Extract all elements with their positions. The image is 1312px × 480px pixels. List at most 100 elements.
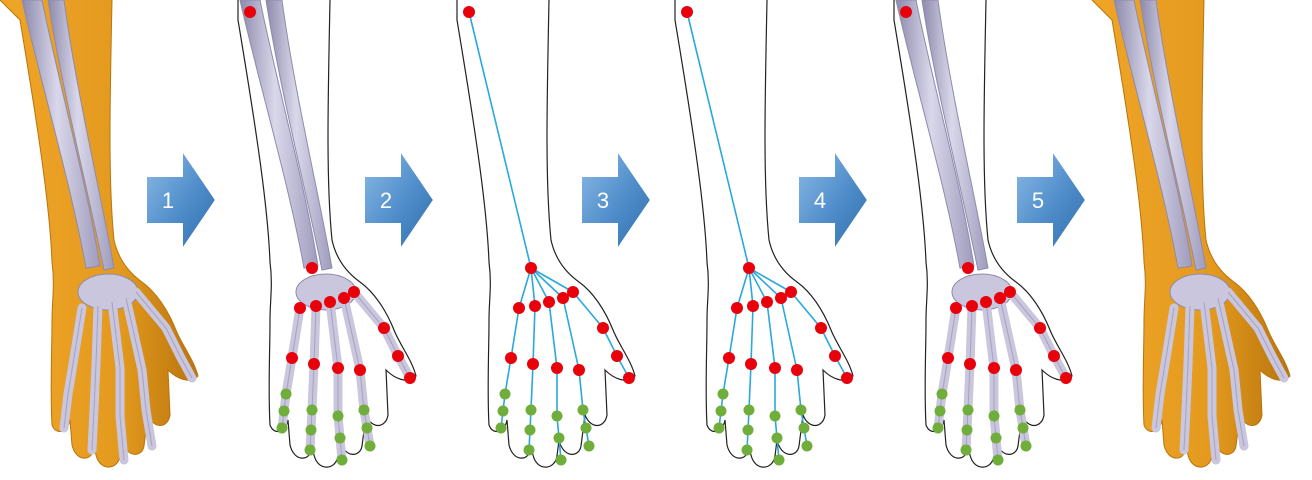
- joint-green: [772, 433, 783, 444]
- joint-green: [963, 405, 974, 416]
- joint-green: [335, 433, 346, 444]
- joint-green: [581, 423, 592, 434]
- joint-green: [937, 389, 948, 400]
- joint-red: [332, 362, 344, 374]
- joint-red: [567, 286, 579, 298]
- joint-red: [829, 350, 841, 362]
- joint-green: [524, 445, 535, 456]
- joint-red: [513, 302, 525, 314]
- joint-green: [1021, 441, 1032, 452]
- joint-red: [244, 6, 256, 18]
- joint-green: [365, 441, 376, 452]
- joint-green: [556, 455, 567, 466]
- joint-red: [1010, 364, 1022, 376]
- joint-red: [597, 322, 609, 334]
- joint-green: [584, 441, 595, 452]
- joint-green: [281, 389, 292, 400]
- joint-green: [305, 445, 316, 456]
- joint-red: [815, 322, 827, 334]
- joint-red: [785, 286, 797, 298]
- joint-red: [745, 358, 757, 370]
- joint-red: [1004, 286, 1016, 298]
- joint-red: [348, 286, 360, 298]
- joint-green: [742, 445, 753, 456]
- joint-red: [950, 302, 962, 314]
- joint-green: [277, 423, 288, 434]
- joint-red: [308, 358, 320, 370]
- joint-green: [526, 405, 537, 416]
- joint-green: [993, 455, 1004, 466]
- joint-red: [791, 364, 803, 376]
- joint-green: [306, 425, 317, 436]
- joint-red: [769, 362, 781, 374]
- joint-red: [988, 362, 1000, 374]
- joint-red: [529, 300, 541, 312]
- step-label: 5: [1032, 188, 1044, 213]
- step-label: 1: [162, 188, 174, 213]
- joint-red: [392, 350, 404, 362]
- arrow-shape: [798, 150, 868, 250]
- joint-green: [989, 411, 1000, 422]
- step-arrow-4: 4: [798, 150, 868, 250]
- step-arrow-5: 5: [1016, 150, 1086, 250]
- joint-green: [500, 389, 511, 400]
- joint-red: [551, 362, 563, 374]
- joint-green: [991, 433, 1002, 444]
- joint-red: [1034, 322, 1046, 334]
- joint-green: [796, 405, 807, 416]
- joint-red: [310, 300, 322, 312]
- joint-red: [294, 302, 306, 314]
- joint-red: [527, 358, 539, 370]
- joint-red: [994, 292, 1006, 304]
- joint-red: [354, 364, 366, 376]
- joint-green: [279, 406, 290, 417]
- joint-green: [744, 405, 755, 416]
- joint-red: [306, 262, 318, 274]
- joint-green: [359, 405, 370, 416]
- joint-red: [573, 364, 585, 376]
- joint-red: [775, 292, 787, 304]
- joint-red: [841, 372, 853, 384]
- joint-red: [1060, 372, 1072, 384]
- joint-red: [1048, 350, 1060, 362]
- joint-green: [496, 423, 507, 434]
- joint-red: [378, 322, 390, 334]
- joint-red: [505, 352, 517, 364]
- joint-green: [554, 433, 565, 444]
- joint-green: [1015, 405, 1026, 416]
- joint-green: [337, 455, 348, 466]
- joint-green: [362, 423, 373, 434]
- joint-red: [900, 6, 912, 18]
- outline-with-bones-and-joints-deformed: [894, 0, 1072, 467]
- joint-green: [799, 423, 810, 434]
- joint-red: [611, 350, 623, 362]
- joint-red: [338, 292, 350, 304]
- step-arrow-3: 3: [581, 150, 651, 250]
- arrow-shape: [1016, 150, 1086, 250]
- outline-with-bones-and-joints: [238, 0, 416, 467]
- arrow-shape: [581, 150, 651, 250]
- joint-red: [743, 262, 755, 274]
- joint-red: [286, 352, 298, 364]
- joint-green: [307, 405, 318, 416]
- joint-red: [463, 6, 475, 18]
- joint-green: [743, 425, 754, 436]
- arrow-shape: [146, 150, 216, 250]
- skinned-arm-result: [1092, 0, 1290, 467]
- arrow-shape: [364, 150, 434, 250]
- joint-red: [623, 372, 635, 384]
- joint-green: [498, 406, 509, 417]
- joint-green: [770, 411, 781, 422]
- skinned-arm-original: [0, 0, 198, 467]
- joint-red: [525, 262, 537, 274]
- joint-green: [1018, 423, 1029, 434]
- joint-green: [333, 411, 344, 422]
- joint-green: [718, 389, 729, 400]
- joint-red: [543, 296, 555, 308]
- joint-red: [761, 296, 773, 308]
- joint-red: [731, 302, 743, 314]
- step-arrow-2: 2: [364, 150, 434, 250]
- joint-red: [942, 352, 954, 364]
- joint-red: [557, 292, 569, 304]
